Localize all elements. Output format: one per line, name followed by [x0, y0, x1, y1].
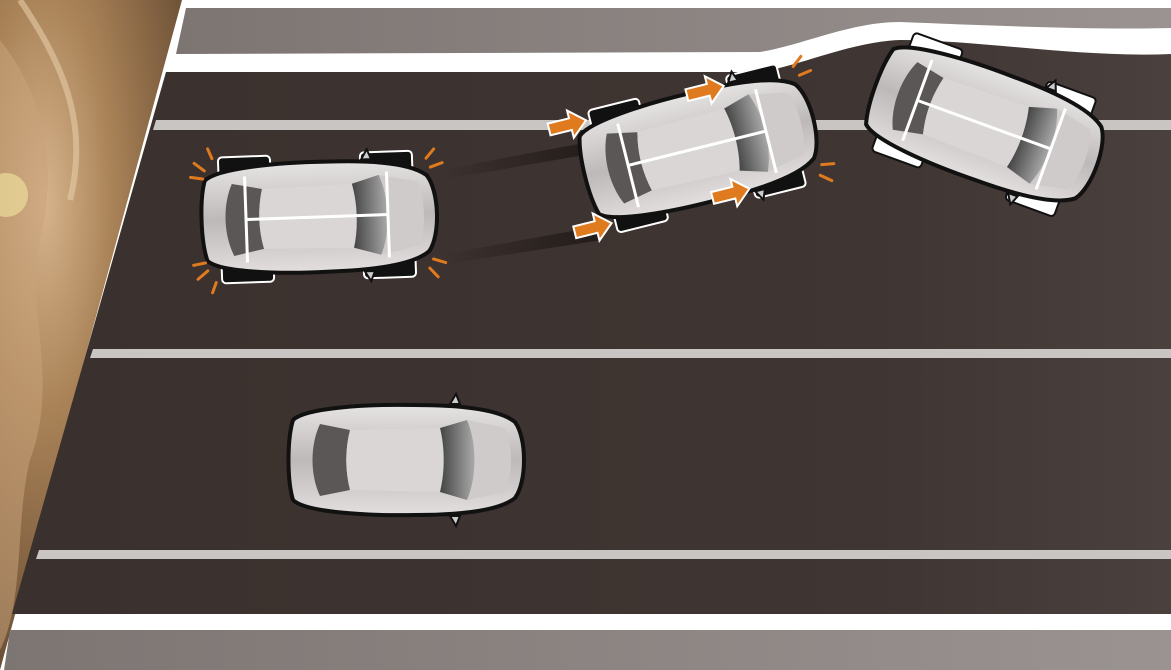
tire-squeal-icon [189, 147, 448, 295]
force-arrow-icon [546, 74, 751, 243]
top-shoulder [176, 8, 1171, 54]
car-sliding-icon [850, 21, 1122, 230]
lane-marking-3 [36, 550, 1171, 559]
car-stable-icon [286, 392, 526, 528]
tire-squeal-icon [791, 54, 836, 183]
bottom-shoulder [4, 630, 1171, 670]
skid-marks [440, 140, 602, 265]
car-correcting-icon [546, 53, 836, 243]
car-braking-icon [189, 141, 448, 295]
lane-marking-2 [90, 349, 1171, 358]
